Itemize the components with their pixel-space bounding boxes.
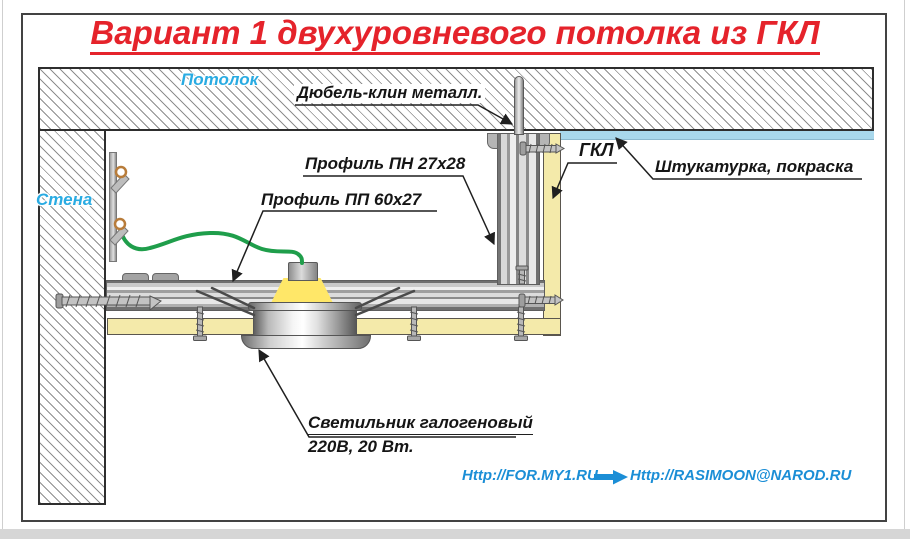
profile-pn-label: Профиль ПН 27х28 [305,154,466,173]
lamp-socket [288,262,318,281]
lamp-flange [241,335,371,349]
lamp-can-body [253,310,357,336]
screenshot-edge [904,0,905,539]
gkl-label: ГКЛ [579,140,614,160]
ceiling-label: Потолок [181,70,259,89]
hanger-cap [152,273,179,281]
plaster-paint-layer [560,131,874,140]
pn-27x28-profile [497,133,540,285]
profile-pp-label: Профиль ПП 60х27 [261,190,422,209]
screenshot-edge [2,0,3,539]
footer-link-2[interactable]: Http://RASIMOON@NAROD.RU [630,467,852,484]
hanger-cap [122,273,149,281]
wall-label: Стена [36,190,93,209]
dowel-wedge-pin [514,76,524,135]
lamp-label-line1: Светильник галогеновый [308,411,533,435]
lamp-label: Светильник галогеновый 220В, 20 Вт. [308,411,533,458]
wall-hatch [38,131,106,505]
wall-cable-bracket [109,152,117,262]
footer-link-1[interactable]: Http://FOR.MY1.RU [462,467,598,484]
profile-flange [487,133,498,149]
screenshot-edge [0,529,910,539]
anchor-label: Дюбель-клин металл. [294,84,486,103]
plaster-label: Штукатурка, покраска [655,157,854,176]
gkl-vertical-panel [543,133,561,336]
lamp-label-line2: 220В, 20 Вт. [308,437,414,456]
page-title: Вариант 1 двухуровневого потолка из ГКЛ [0,14,910,55]
